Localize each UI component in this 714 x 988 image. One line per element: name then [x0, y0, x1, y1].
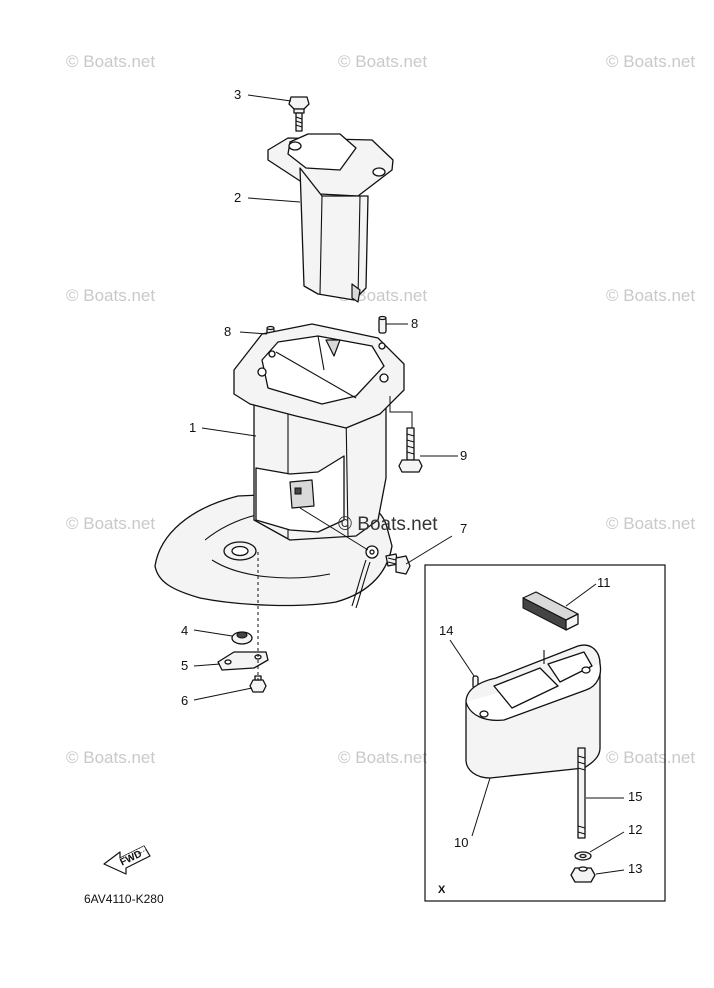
- callout-2: 2: [234, 190, 242, 205]
- callout-10: 10: [454, 835, 469, 850]
- callout-7: 7: [460, 521, 468, 536]
- part-9-bolt: [398, 427, 423, 473]
- callout-11: 11: [597, 575, 611, 590]
- part-13-nut: [570, 866, 596, 883]
- callout-8-right: 8: [411, 316, 419, 331]
- inset-label: X: [438, 884, 446, 896]
- diagram-code: 6AV4110-K280: [84, 892, 164, 906]
- watermark-main: © Boats.net: [338, 514, 438, 535]
- callout-13: 13: [628, 861, 643, 876]
- callout-15: 15: [628, 789, 643, 804]
- fwd-arrow-icon: [103, 845, 151, 875]
- part-7-screw: [385, 553, 411, 575]
- watermark: © Boats.net: [66, 748, 156, 767]
- watermark: © Boats.net: [606, 514, 696, 533]
- part-11-seal: [522, 591, 579, 631]
- part-3-bolt: [288, 96, 310, 132]
- part-2-exhaust-guide: [267, 133, 394, 303]
- callout-5: 5: [181, 658, 189, 673]
- callout-14: 14: [439, 623, 454, 638]
- part-1-upper-casing: [154, 323, 405, 609]
- callout-12: 12: [628, 822, 643, 837]
- watermark: © Boats.net: [66, 514, 156, 533]
- watermark: © Boats.net: [338, 52, 428, 71]
- callout-9: 9: [460, 448, 468, 463]
- callout-1: 1: [189, 420, 197, 435]
- inset-frame: [424, 564, 666, 902]
- callout-4: 4: [181, 623, 189, 638]
- callout-3: 3: [234, 87, 242, 102]
- watermark: © Boats.net: [606, 52, 696, 71]
- leader-lines: [193, 94, 625, 875]
- watermark: © Boats.net: [606, 748, 696, 767]
- part-10-manifold: [465, 644, 602, 779]
- part-5-plate: [217, 651, 269, 671]
- part-4-grommet: [231, 631, 253, 645]
- watermark: © Boats.net: [66, 52, 156, 71]
- callout-8-left: 8: [224, 324, 232, 339]
- part-8-dowel-right: [378, 315, 387, 334]
- part-15-stud: [577, 747, 586, 839]
- watermark: © Boats.net: [338, 748, 428, 767]
- watermark: © Boats.net: [66, 286, 156, 305]
- watermark: © Boats.net: [606, 286, 696, 305]
- part-12-washer: [574, 851, 592, 861]
- callout-6: 6: [181, 693, 189, 708]
